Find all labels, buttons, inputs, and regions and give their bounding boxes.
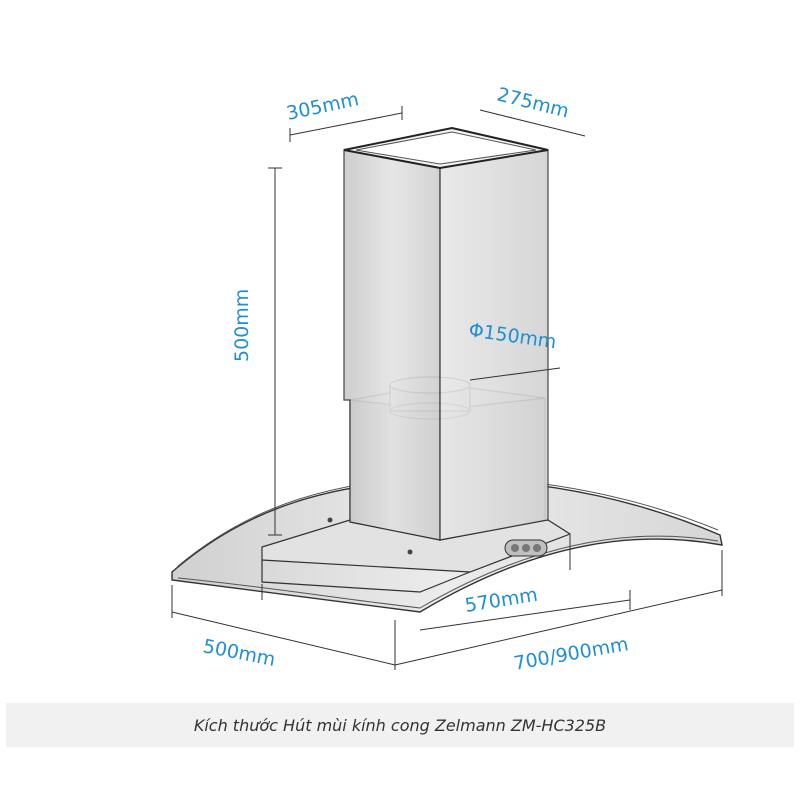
glass-bottom-edge bbox=[177, 535, 719, 609]
dim-hood-width: 700/900mm bbox=[512, 633, 630, 675]
caption-bar: Kích thước Hút mùi kính cong Zelmann ZM-… bbox=[6, 703, 794, 747]
chimney-front bbox=[343, 149, 441, 541]
hood-lower-rim bbox=[261, 560, 471, 593]
screw-dot bbox=[327, 517, 333, 523]
dim-hood-inner-width: 570mm bbox=[463, 584, 539, 617]
caption-text: Kích thước Hút mùi kính cong Zelmann ZM-… bbox=[193, 715, 607, 735]
chimney-top-inner bbox=[355, 131, 537, 165]
dim-hood-depth: 500mm bbox=[201, 635, 277, 671]
dim-chimney-depth: 305mm bbox=[284, 88, 360, 125]
screw-dot bbox=[407, 549, 413, 555]
control-panel bbox=[504, 539, 548, 557]
dim-chimney-height: 500mm bbox=[231, 289, 253, 362]
dimension-lines bbox=[171, 106, 723, 670]
range-hood-drawing: 305mm 275mm 500mm Φ150mm 570mm 500mm 700… bbox=[171, 84, 723, 675]
